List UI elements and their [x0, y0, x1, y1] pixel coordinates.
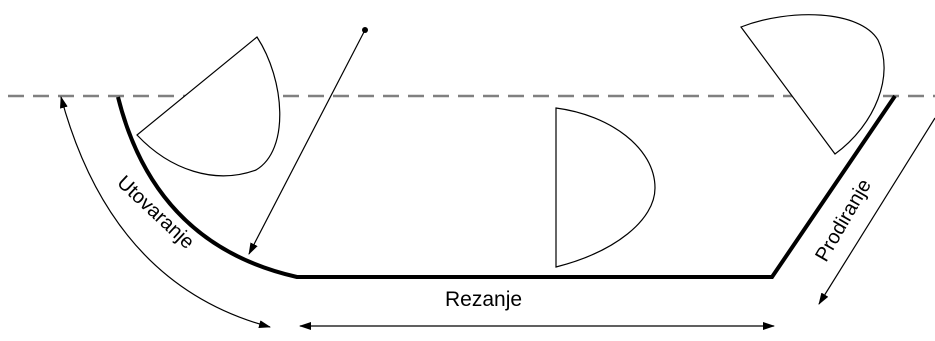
bucket-shape-cutting [555, 107, 656, 268]
loading-arrow [60, 96, 271, 329]
penetration-label: Prodiranje [811, 176, 876, 266]
penetration-arrow [818, 117, 935, 305]
bucket-shape-loading [136, 36, 281, 177]
bucket-shape-penetration [740, 14, 885, 155]
cutting-label: Rezanje [445, 288, 522, 311]
